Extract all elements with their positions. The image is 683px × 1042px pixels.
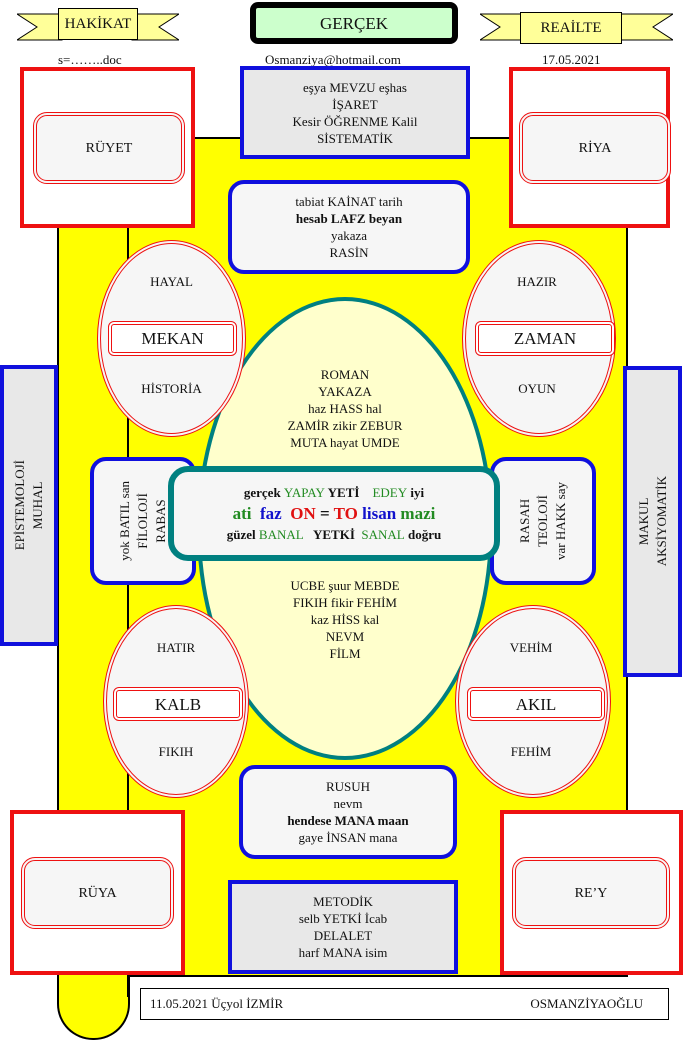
ellipse-top: VEHİM — [509, 640, 553, 655]
footer-author: OSMANZİYAOĞLU — [530, 996, 643, 1011]
footer-place: 11.05.2021 Üçyol İZMİR — [150, 996, 284, 1011]
banner-realite: REAİLTE — [520, 12, 622, 44]
label-kalb: KALB — [113, 687, 243, 721]
email: Osmanziya@hotmail.com — [265, 52, 401, 67]
label-rey: RE’Y — [512, 857, 670, 929]
ellipse-bottom: FIKIH — [158, 744, 194, 759]
center-line-1: gerçek YAPAY YETİ EDEY iyi — [243, 485, 425, 500]
footer: 11.05.2021 Üçyol İZMİR OSMANZİYAOĞLU — [140, 988, 669, 1020]
label-ruya: RÜYA — [21, 857, 174, 929]
file-name: s=……..doc — [58, 52, 122, 67]
date: 17.05.2021 — [542, 52, 601, 67]
label-mekan: MEKAN — [108, 321, 237, 356]
ellipse-top: HAYAL — [150, 274, 193, 289]
center-line-2: ati faz ON = TO lisan mazi — [232, 504, 436, 523]
label-ruyet: RÜYET — [33, 112, 185, 184]
label-akil: AKIL — [467, 687, 605, 721]
ellipse-bottom: OYUN — [518, 381, 556, 396]
center-box: gerçek YAPAY YETİ EDEY iyi ati faz ON = … — [168, 466, 500, 561]
ellipse-top: HAZIR — [517, 274, 557, 289]
center-line-3: güzel BANAL YETKİ SANAL doğru — [226, 527, 442, 542]
banner-ribbon-left — [17, 13, 179, 41]
banner-hakikat: HAKİKAT — [58, 8, 138, 40]
ellipse-bottom: HİSTORİA — [141, 381, 202, 396]
label-zaman: ZAMAN — [475, 321, 615, 356]
ellipse-bottom: FEHİM — [510, 744, 552, 759]
banner-ribbon-right — [480, 13, 673, 41]
ellipse-top: HATIR — [156, 640, 196, 655]
label-riya: RİYA — [519, 112, 671, 184]
page-title: GERÇEK — [250, 2, 458, 44]
